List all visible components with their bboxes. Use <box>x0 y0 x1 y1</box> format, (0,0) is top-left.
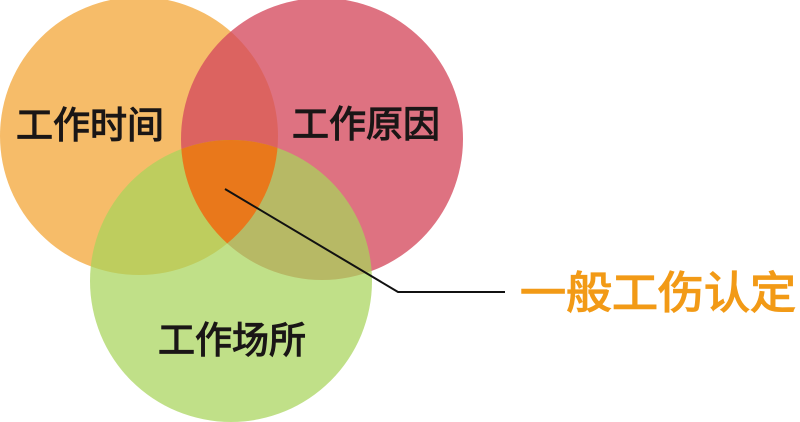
work-time-label: 工作时间 <box>16 104 164 147</box>
work-cause-label: 工作原因 <box>292 103 440 146</box>
general-work-injury-label: 一般工伤认定 <box>520 268 796 319</box>
work-place-circle <box>90 140 372 422</box>
callout-pointer-line <box>224 188 505 293</box>
work-place-label: 工作场所 <box>158 319 306 362</box>
